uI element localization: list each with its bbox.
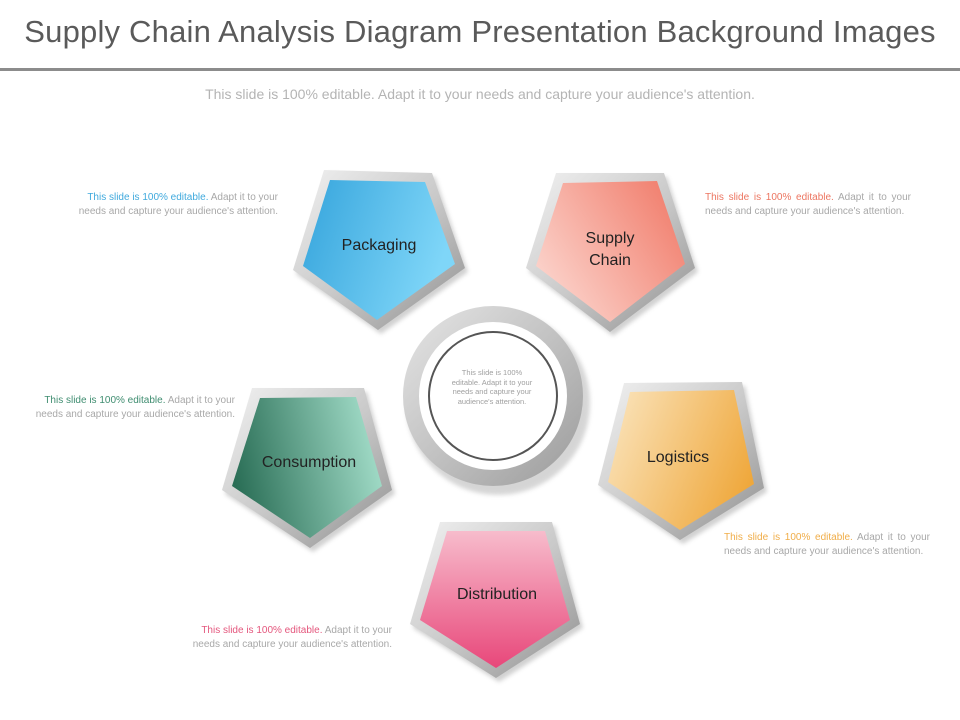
supply-chain-description-text: Adapt it to your needs and capture your … [705,192,911,217]
logistics-description: This slide is 100% editable. Adapt it to… [724,531,930,559]
center-description: This slide is 100% editable. Adapt it to… [451,368,533,406]
slide-title: Supply Chain Analysis Diagram Presentati… [24,14,936,49]
consumption-label: Consumption [262,454,356,471]
supply-chain-description: This slide is 100% editable. Adapt it to… [705,191,911,219]
supply-chain-fill [536,181,685,322]
logistics-fill [608,390,754,530]
center-ring [403,306,590,495]
logistics-description-text: Adapt it to your needs and capture your … [724,532,930,557]
distribution-label: Distribution [457,586,537,603]
distribution-description: This slide is 100% editable. Adapt it to… [180,624,392,652]
packaging-description-text: Adapt it to your needs and capture your … [78,192,278,217]
pentagon-packaging: Packaging [293,170,468,334]
consumption-description-highlight: This slide is 100% editable. [44,395,166,406]
supply-chain-description-highlight: This slide is 100% editable. [705,192,834,203]
consumption-fill [232,397,382,538]
consumption-description: This slide is 100% editable. Adapt it to… [25,394,235,422]
packaging-label: Packaging [342,237,417,254]
logistics-description-highlight: This slide is 100% editable. [724,532,853,543]
logistics-label: Logistics [647,449,709,466]
distribution-fill [420,531,570,668]
distribution-description-highlight: This slide is 100% editable. [201,625,323,636]
pentagon-consumption: Consumption [222,388,395,552]
pentagon-distribution: Distribution [410,522,583,682]
packaging-description: This slide is 100% editable. Adapt it to… [68,191,278,219]
packaging-description-highlight: This slide is 100% editable. [87,192,209,203]
supply-chain-label-line1: Supply [586,230,635,247]
pentagon-supply-chain: Supply Chain [526,173,698,336]
supply-chain-label-line2: Chain [589,252,631,269]
distribution-description-text: Adapt it to your needs and capture your … [192,625,392,650]
slide-subtitle: This slide is 100% editable. Adapt it to… [205,86,755,102]
title-divider [0,68,960,71]
packaging-fill [303,180,455,320]
pentagon-logistics: Logistics [598,382,767,544]
consumption-description-text: Adapt it to your needs and capture your … [35,395,235,420]
